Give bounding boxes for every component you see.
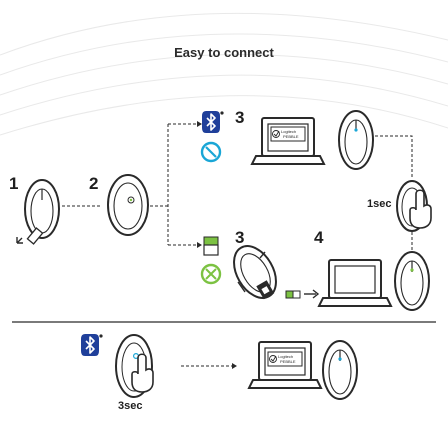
hold-duration-3sec: 3sec	[118, 400, 143, 412]
hold-duration-1sec: 1sec	[367, 198, 392, 210]
mouse-paired-bottom	[394, 251, 430, 311]
receiver-plug	[285, 289, 320, 299]
mouse-press-1sec	[396, 180, 432, 232]
receiver-pair-icon	[200, 263, 222, 285]
easy-switch-icon	[200, 141, 222, 163]
step-number-3-receiver: 3	[235, 228, 245, 247]
laptop-bluetooth	[251, 117, 325, 165]
background-curves	[0, 12, 448, 136]
laptop-badge-line1: Logitech	[278, 354, 293, 359]
laptop-badge-line2: PEBBLE	[280, 359, 296, 364]
step-number-2: 2	[89, 174, 99, 193]
laptop-receiver	[318, 259, 392, 307]
mouse-press-3sec	[115, 334, 154, 398]
step1-mouse	[16, 179, 60, 245]
branch-connectors	[150, 123, 413, 367]
laptop-badge-line1: Logitech	[281, 129, 296, 134]
step2-mouse	[107, 174, 149, 236]
mouse-paired-alt	[322, 340, 358, 400]
step-number-4: 4	[314, 228, 324, 247]
bluetooth-icon	[201, 110, 224, 134]
step-number-3-bluetooth: 3	[235, 108, 245, 127]
mouse-receiver-remove	[233, 245, 277, 300]
mouse-paired-top	[338, 110, 374, 170]
laptop-bluetooth-alt	[248, 341, 322, 389]
page-title: Easy to connect	[174, 45, 274, 60]
bluetooth-icon	[80, 333, 103, 357]
step-number-1: 1	[9, 174, 19, 193]
usb-receiver-icon	[203, 236, 219, 256]
laptop-badge-line2: PEBBLE	[283, 134, 299, 139]
